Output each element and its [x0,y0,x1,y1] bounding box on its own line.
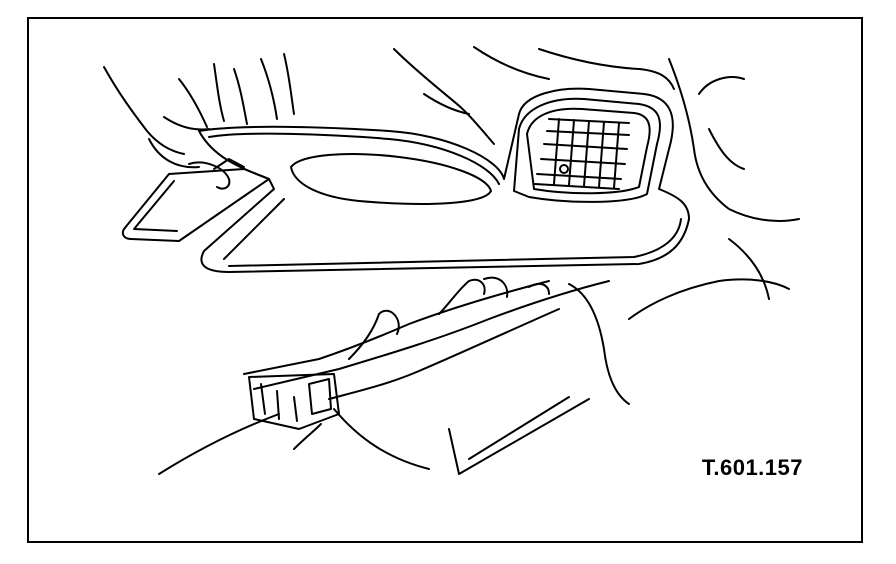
illustration-frame: T.601.157 [27,17,863,543]
side-panel [158,238,790,475]
right-hand [393,46,800,222]
console-removal-illustration [103,46,800,475]
console-lid [198,87,690,273]
storage-tray [121,158,270,242]
console-base [243,276,610,470]
figure-reference-code: T.601.157 [701,455,803,480]
left-hand [103,53,295,169]
